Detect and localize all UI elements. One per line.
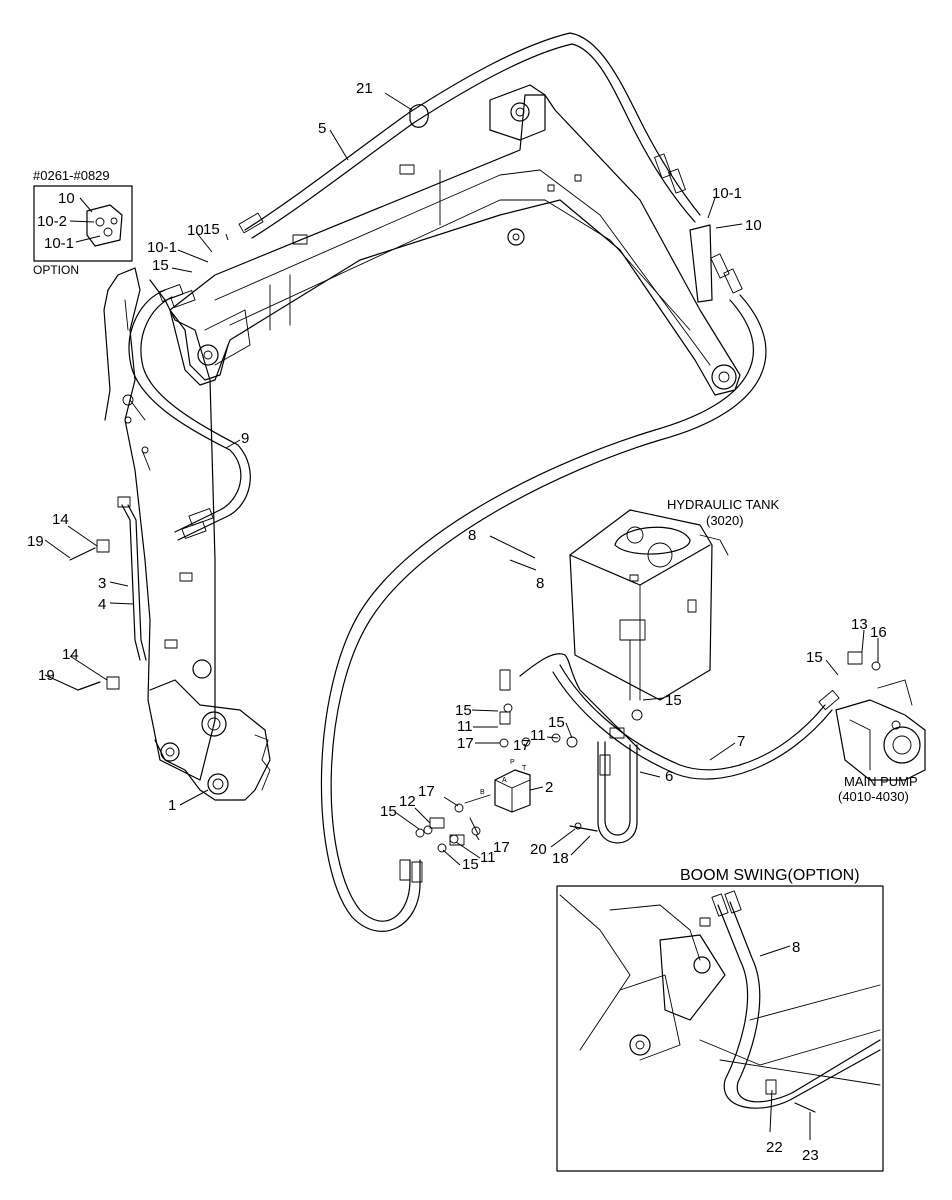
callout-10-option: 10 [58, 190, 75, 207]
callout-15: 15 [455, 702, 472, 719]
option-caption: OPTION [33, 263, 79, 277]
port-p-label: P [510, 759, 515, 766]
callout-19: 19 [27, 533, 44, 550]
hose-fittings [69, 104, 881, 883]
main-pump-title: MAIN PUMP [844, 774, 918, 789]
pipe-8 [320, 294, 767, 932]
callout-15: 15 [462, 856, 479, 873]
pipe-5 [244, 32, 701, 239]
hydraulic-tank [569, 509, 729, 701]
callout-8-boom-swing: 8 [792, 939, 800, 956]
serial-range-label: #0261-#0829 [33, 168, 110, 183]
pipe-9 [128, 289, 251, 541]
callout-12: 12 [399, 793, 416, 810]
callout-17: 17 [457, 735, 474, 752]
callout-14: 14 [52, 511, 69, 528]
callout-3: 3 [98, 575, 106, 592]
callout-11: 11 [530, 727, 546, 744]
callout-9: 9 [241, 430, 249, 447]
callout-14: 14 [62, 646, 79, 663]
callout-4: 4 [98, 596, 106, 613]
boom-structure [169, 84, 741, 396]
callout-11: 11 [480, 849, 496, 866]
callout-6: 6 [665, 768, 673, 785]
pipe-6 [519, 653, 641, 844]
component-titles: HYDRAULIC TANK (3020) MAIN PUMP (4010-40… [667, 497, 918, 1164]
callout-17: 17 [513, 737, 530, 754]
callout-15: 15 [665, 692, 682, 709]
callout-16: 16 [870, 624, 887, 641]
callout-8: 8 [468, 527, 476, 544]
main-pump [835, 679, 926, 781]
callout-15: 15 [203, 221, 220, 238]
boom-swing-inset [556, 885, 884, 1172]
callout-23: 23 [802, 1147, 819, 1164]
callout-1: 1 [168, 797, 176, 814]
valve-port-letters: P T A B [480, 759, 527, 796]
callout-18: 18 [552, 850, 569, 867]
hydraulic-tank-title: HYDRAULIC TANK [667, 497, 780, 512]
callout-15: 15 [548, 714, 565, 731]
callout-15: 15 [152, 257, 169, 274]
callout-22: 22 [766, 1139, 783, 1156]
arm-structure [103, 267, 271, 801]
callout-10: 10 [187, 222, 204, 239]
main-pump-code: (4010-4030) [838, 789, 909, 804]
callout-13: 13 [851, 616, 868, 633]
callout-10-1: 10-1 [712, 185, 742, 202]
inset-option-labels: #0261-#0829 10 10-2 10-1 OPTION [33, 168, 110, 277]
pipe-7 [552, 664, 833, 780]
option-inset [33, 185, 133, 262]
callout-10-1: 10-1 [147, 239, 177, 256]
callout-10-2: 10-2 [37, 213, 67, 230]
callout-2: 2 [545, 779, 553, 796]
callout-17: 17 [493, 839, 510, 856]
callout-10: 10 [745, 217, 762, 234]
hydraulic-tank-code: (3020) [706, 513, 744, 528]
callout-15: 15 [380, 803, 397, 820]
leader-lines [44, 92, 879, 866]
callout-20: 20 [530, 841, 547, 858]
callout-11: 11 [457, 718, 473, 735]
callout-5: 5 [318, 120, 326, 137]
callout-19: 19 [38, 667, 55, 684]
callout-15: 15 [806, 649, 823, 666]
arm-pipes-3-4 [117, 496, 147, 661]
callout-17: 17 [418, 783, 435, 800]
port-t-label: T [522, 765, 527, 772]
callout-21: 21 [356, 80, 373, 97]
callout-7: 7 [737, 733, 745, 750]
port-b-label: B [480, 789, 485, 796]
callout-10-1-option: 10-1 [44, 235, 74, 252]
boom-swing-title: BOOM SWING(OPTION) [680, 867, 860, 884]
port-a-label: A [502, 777, 507, 784]
callout-labels: 21 5 10 15 10-1 15 10-1 10 9 14 19 3 4 1… [27, 80, 887, 873]
callout-8: 8 [536, 575, 544, 592]
